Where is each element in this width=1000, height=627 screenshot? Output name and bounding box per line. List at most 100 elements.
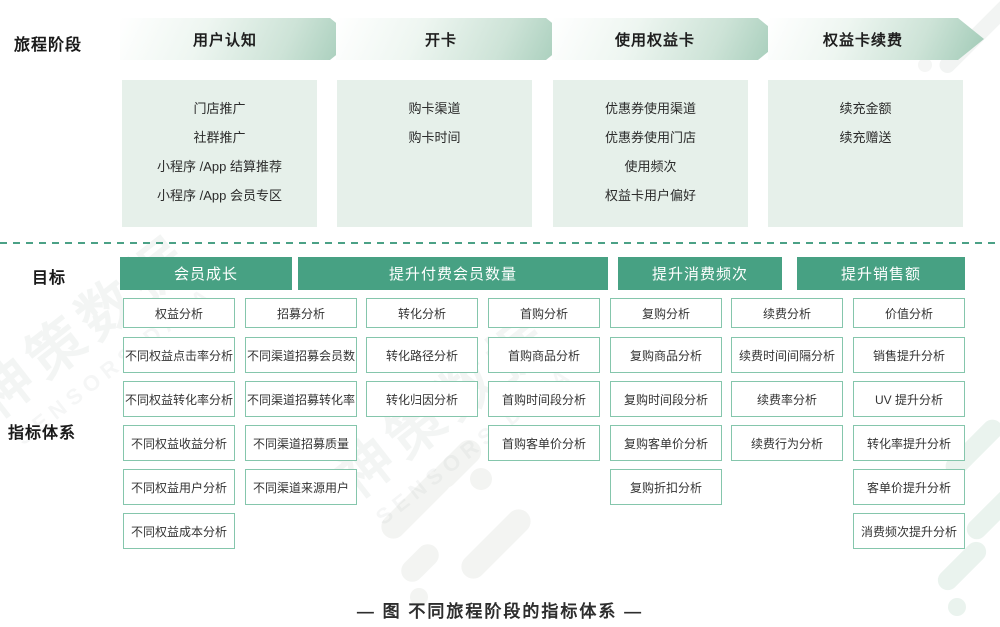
touchpoint-item: 小程序 /App 会员专区 — [157, 188, 282, 203]
goal-button-label: 提升销售额 — [840, 266, 921, 283]
metric-box-label: 不同渠道招募转化率 — [246, 392, 355, 407]
goal-button-1: 会员成长 — [120, 257, 292, 290]
stage-arrow-3: 使用权益卡 — [552, 18, 784, 60]
metric-box-c1-r6: 不同权益成本分析 — [123, 513, 235, 549]
stage-arrow-1: 用户认知 — [120, 18, 356, 60]
metric-box-c1-r1: 权益分析 — [123, 298, 235, 328]
metric-box-c3-r3: 转化归因分析 — [366, 381, 478, 417]
metric-box-label: 转化路径分析 — [385, 348, 458, 363]
metrics-row-label: 指标体系 — [8, 425, 77, 442]
touchpoint-box-4: 续充金额续充赠送 — [768, 80, 963, 227]
metric-box-c7-r1: 价值分析 — [853, 298, 965, 328]
metric-box-c2-r5: 不同渠道来源用户 — [245, 469, 357, 505]
metric-box-c6-r1: 续费分析 — [731, 298, 843, 328]
metric-box-label: 不同权益收益分析 — [130, 436, 227, 451]
metric-box-label: 复购商品分析 — [629, 348, 702, 363]
metric-box-c5-r5: 复购折扣分析 — [610, 469, 722, 505]
metric-box-label: 续费行为分析 — [750, 436, 823, 451]
touchpoint-item: 续充金额 — [839, 101, 892, 116]
touchpoint-item: 购卡渠道 — [408, 101, 461, 116]
decor-logo-bar-green — [962, 472, 1000, 544]
metric-box-c4-r1: 首购分析 — [488, 298, 600, 328]
metric-box-c3-r2: 转化路径分析 — [366, 337, 478, 373]
goal-button-label: 提升付费会员数量 — [388, 266, 517, 283]
metric-box-label: 权益分析 — [154, 306, 203, 321]
decor-logo-bar — [456, 504, 536, 584]
decor-logo-dot — [470, 468, 492, 490]
goal-button-4: 提升销售额 — [797, 257, 965, 290]
metric-box-c7-r2: 销售提升分析 — [853, 337, 965, 373]
metric-box-c2-r4: 不同渠道招募质量 — [245, 425, 357, 461]
touchpoint-item: 权益卡用户偏好 — [604, 188, 696, 203]
metric-box-label: 不同权益成本分析 — [130, 524, 227, 539]
metric-box-c4-r4: 首购客单价分析 — [488, 425, 600, 461]
metric-box-c7-r5: 客单价提升分析 — [853, 469, 965, 505]
metric-box-label: 不同渠道招募质量 — [252, 436, 349, 451]
stage-arrow-label: 权益卡续费 — [822, 31, 903, 49]
touchpoint-item: 优惠券使用门店 — [604, 130, 696, 145]
metric-box-label: 不同渠道来源用户 — [252, 480, 349, 495]
goal-row-label: 目标 — [32, 270, 67, 287]
goal-button-2: 提升付费会员数量 — [298, 257, 608, 290]
metric-box-label: 不同权益用户分析 — [130, 480, 227, 495]
metric-box-c3-r1: 转化分析 — [366, 298, 478, 328]
metric-box-c6-r4: 续费行为分析 — [731, 425, 843, 461]
stage-arrow-4: 权益卡续费 — [768, 18, 984, 60]
metric-box-label: 不同渠道招募会员数 — [246, 348, 355, 363]
metric-box-c1-r5: 不同权益用户分析 — [123, 469, 235, 505]
journey-stage-row-label: 旅程阶段 — [14, 37, 83, 54]
stage-arrow-label: 开卡 — [424, 31, 457, 49]
metric-box-c7-r3: UV 提升分析 — [853, 381, 965, 417]
metric-box-label: 转化分析 — [397, 306, 446, 321]
touchpoint-box-1: 门店推广社群推广小程序 /App 结算推荐小程序 /App 会员专区 — [122, 80, 317, 227]
metric-box-c1-r4: 不同权益收益分析 — [123, 425, 235, 461]
metric-box-c6-r2: 续费时间间隔分析 — [731, 337, 843, 373]
metric-box-label: 转化率提升分析 — [866, 436, 951, 451]
dashed-divider — [0, 242, 1000, 244]
stage-arrow-2: 开卡 — [336, 18, 572, 60]
metric-box-c1-r2: 不同权益点击率分析 — [123, 337, 235, 373]
metric-box-label: UV 提升分析 — [874, 392, 943, 407]
touchpoint-item: 购卡时间 — [408, 130, 461, 145]
metric-box-label: 招募分析 — [276, 306, 325, 321]
metric-box-label: 不同权益点击率分析 — [124, 348, 233, 363]
metric-box-label: 复购折扣分析 — [629, 480, 702, 495]
metric-box-label: 复购客单价分析 — [623, 436, 708, 451]
touchpoint-box-3: 优惠券使用渠道优惠券使用门店使用频次权益卡用户偏好 — [553, 80, 748, 227]
stage-arrow-label: 用户认知 — [192, 31, 257, 49]
metric-box-label: 续费时间间隔分析 — [738, 348, 835, 363]
metric-box-c2-r1: 招募分析 — [245, 298, 357, 328]
touchpoint-box-2: 购卡渠道购卡时间 — [337, 80, 532, 227]
metric-box-c6-r3: 续费率分析 — [731, 381, 843, 417]
metric-box-label: 续费分析 — [762, 306, 811, 321]
metric-box-c5-r4: 复购客单价分析 — [610, 425, 722, 461]
decor-logo-dot — [410, 588, 428, 606]
metric-box-c7-r6: 消费频次提升分析 — [853, 513, 965, 549]
metric-box-label: 销售提升分析 — [872, 348, 945, 363]
metric-box-label: 客单价提升分析 — [866, 480, 951, 495]
stage-arrow-label: 使用权益卡 — [614, 31, 695, 49]
metric-box-c2-r2: 不同渠道招募会员数 — [245, 337, 357, 373]
metric-box-label: 首购客单价分析 — [501, 436, 586, 451]
touchpoint-item: 优惠券使用渠道 — [604, 101, 696, 116]
metric-box-label: 价值分析 — [884, 306, 933, 321]
metric-box-label: 首购分析 — [519, 306, 568, 321]
metric-box-c5-r2: 复购商品分析 — [610, 337, 722, 373]
goal-button-label: 提升消费频次 — [651, 266, 748, 283]
metric-box-label: 首购商品分析 — [507, 348, 580, 363]
metric-box-c5-r3: 复购时间段分析 — [610, 381, 722, 417]
metric-box-c2-r3: 不同渠道招募转化率 — [245, 381, 357, 417]
touchpoint-item: 社群推广 — [193, 130, 246, 145]
touchpoint-item: 使用频次 — [624, 159, 677, 174]
metric-box-c4-r2: 首购商品分析 — [488, 337, 600, 373]
metric-box-c5-r1: 复购分析 — [610, 298, 722, 328]
figure-caption: — 图 不同旅程阶段的指标体系 — — [356, 602, 644, 621]
metric-box-label: 转化归因分析 — [385, 392, 458, 407]
decor-logo-bar — [396, 539, 444, 587]
metric-box-c4-r3: 首购时间段分析 — [488, 381, 600, 417]
goal-button-label: 会员成长 — [173, 266, 238, 283]
touchpoint-item: 小程序 /App 结算推荐 — [157, 159, 282, 174]
metric-box-label: 复购时间段分析 — [623, 392, 708, 407]
goal-button-3: 提升消费频次 — [618, 257, 782, 290]
